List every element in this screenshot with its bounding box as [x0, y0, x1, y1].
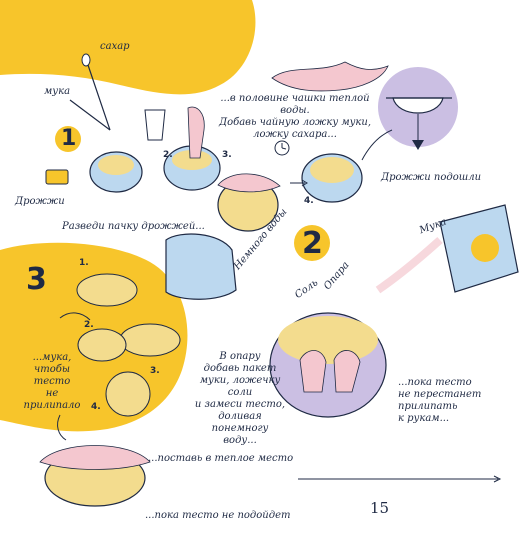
page-number: 15: [370, 499, 390, 517]
substep-1-4: 4.: [304, 196, 314, 206]
label-step3-flour: ...мука, чтобы тесто не прилипало: [23, 352, 81, 411]
cloth-icon: [271, 61, 389, 92]
dough-2-icon: [119, 323, 181, 357]
yellow-blob-top: [0, 0, 256, 95]
substep-3-1: 1.: [79, 258, 89, 268]
spoon-icon: [87, 64, 111, 131]
step-number-2: 2: [302, 226, 323, 261]
substep-1-3: 3.: [222, 150, 232, 160]
label-yeast-risen: Дрожжи подошли: [381, 172, 482, 183]
substep-3-3: 3.: [150, 366, 160, 376]
label-warm-place: ...поставь в теплое место: [148, 453, 294, 464]
label-yeast: Дрожжи: [15, 196, 65, 207]
label-step2-note: В опару добавь пакет муки, ложечку соли …: [194, 351, 286, 446]
label-dilute-yeast: Разведи пачку дрожжей...: [62, 221, 205, 232]
label-flour-small: мука: [44, 86, 71, 97]
sieve-icon: [392, 97, 444, 114]
step-number-3: 3: [26, 262, 47, 297]
substep-1-2: 2.: [163, 150, 173, 160]
label-sugar: сахар: [100, 41, 130, 52]
dough-3-icon: [77, 328, 127, 362]
label-until-dough: ...пока тесто не перестанет прилипать к …: [398, 377, 482, 424]
hand-icon: [187, 106, 205, 159]
dough-4-icon: [105, 371, 151, 417]
cup-icon: [144, 109, 166, 141]
label-step1-note: ...в половине чашки теплой воды. Добавь …: [218, 93, 372, 140]
jug-icon: [165, 233, 237, 300]
substep-3-2: 2.: [84, 320, 94, 330]
dough-1-icon: [76, 273, 138, 307]
substep-3-4: 4.: [91, 402, 101, 412]
hands-icon: [299, 350, 361, 393]
step1-circle: [55, 126, 81, 152]
step-number-1: 1: [61, 126, 77, 151]
step2-circle: [294, 225, 330, 261]
label-until-rise: ...пока тесто не подойдет: [145, 510, 291, 521]
yeast-block-icon: [45, 169, 69, 185]
